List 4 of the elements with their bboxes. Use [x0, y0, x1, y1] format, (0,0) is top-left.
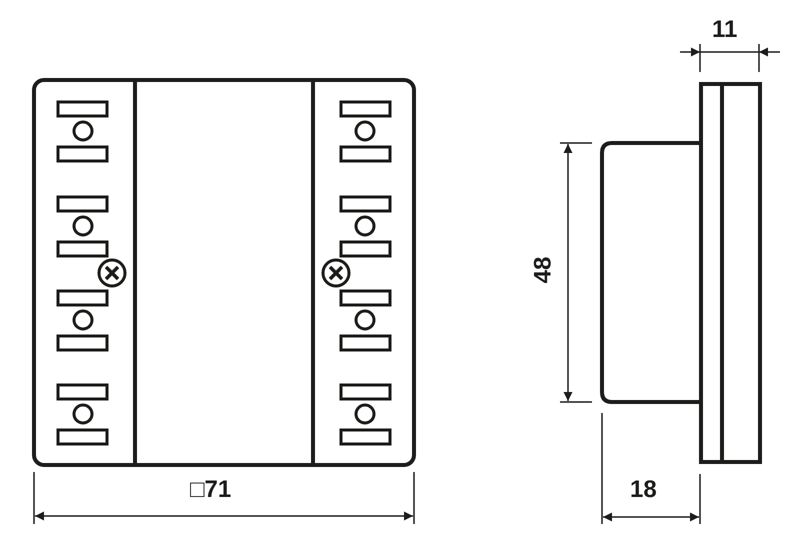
dimension-label: □71 — [190, 478, 232, 502]
dimension-label: 11 — [712, 18, 738, 42]
dimension-label: 48 — [531, 256, 556, 284]
dimension-label: 18 — [630, 478, 657, 502]
